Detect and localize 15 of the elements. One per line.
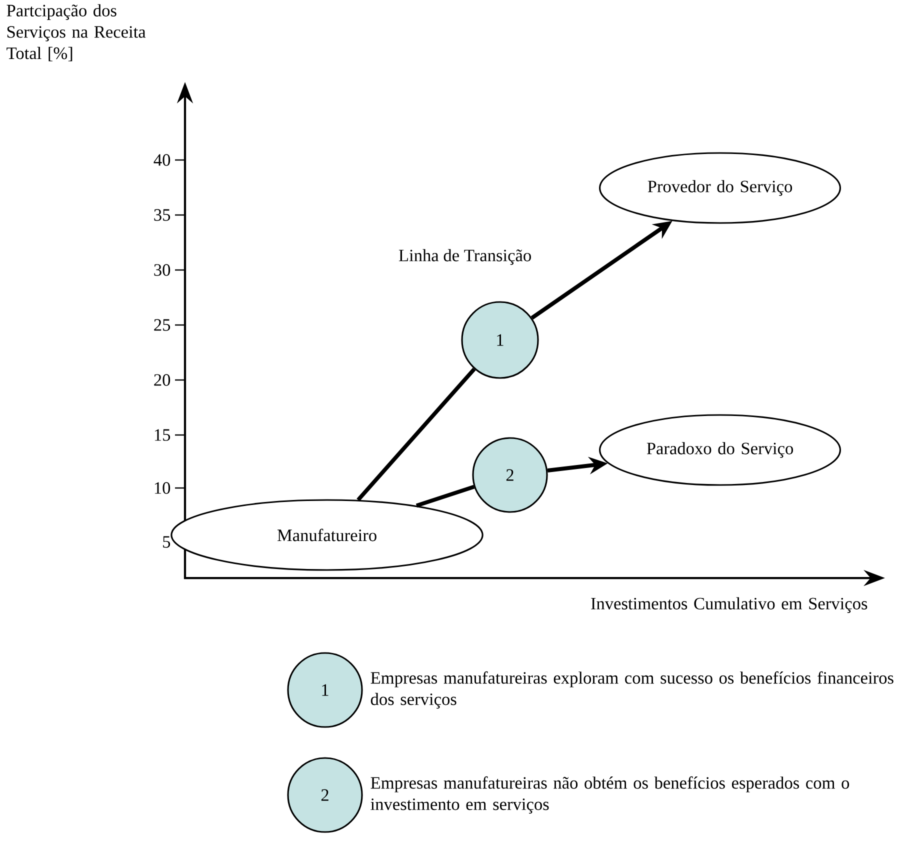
axis-title: Partcipação dos Serviços na Receita Total [%] xyxy=(6,4,146,62)
legend-description: Empresas manufatureiras não obtém os benefícios esperados com o investimento em serviços xyxy=(370,776,850,814)
tick-label: 25 xyxy=(154,319,170,331)
ellipse-node: Manufatureiro xyxy=(170,499,484,571)
tick-label: 10 xyxy=(154,482,170,494)
axis-title: Investimentos Cumulativo em Serviços xyxy=(591,597,868,613)
legend-description: Empresas manufatureiras exploram com sucesso os benefícios financeiros dos serviços xyxy=(370,671,894,709)
tick-label: 30 xyxy=(154,264,170,276)
ellipse-node: Provedor do Serviço xyxy=(599,152,842,224)
tick-label: 35 xyxy=(154,209,170,221)
tick-label: 20 xyxy=(154,374,170,386)
tick-label: 40 xyxy=(154,154,170,166)
ellipse-node: Paradoxo do Serviço xyxy=(599,414,842,486)
tick-label: 15 xyxy=(154,429,170,441)
edge-label: Linha de Transição xyxy=(396,246,534,268)
